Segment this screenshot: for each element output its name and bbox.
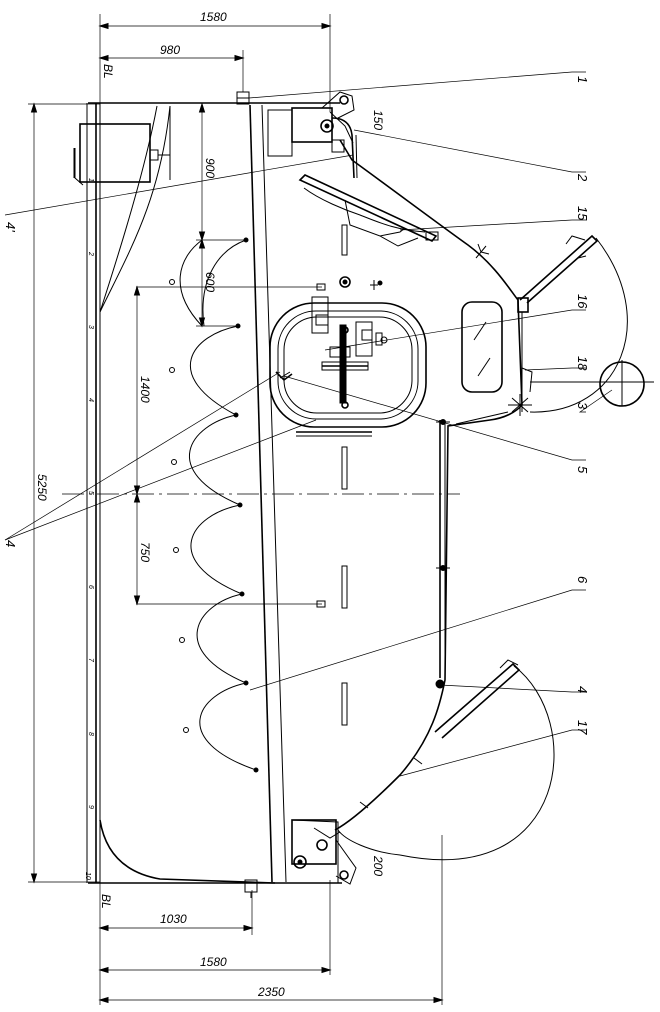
frame-tick-8: 8 xyxy=(87,732,94,736)
dim-600: 600 xyxy=(203,272,217,292)
dim-150: 150 xyxy=(371,110,385,130)
callout-5: 5 xyxy=(575,466,590,474)
frame-tick-5: 5 xyxy=(87,491,94,495)
callout-2: 2 xyxy=(575,173,590,182)
callout-leaders xyxy=(4,71,613,777)
frame-tick-7: 7 xyxy=(87,658,94,663)
callout-1: 1 xyxy=(575,76,590,83)
hull-slots xyxy=(296,283,450,726)
dim-bottom-1580: 1580 xyxy=(200,955,227,969)
bl-label-top: BL xyxy=(101,64,115,79)
dim-bottom-2350: 2350 xyxy=(257,985,285,999)
dim-top-980: 980 xyxy=(160,43,180,57)
frame-tick-3: 3 xyxy=(87,325,94,329)
frame-tick-2: 2 xyxy=(87,251,94,256)
stern-fittings xyxy=(244,659,555,898)
hull-outline xyxy=(86,102,523,884)
dim-top-1580: 1580 xyxy=(200,10,227,24)
frame-tick-6: 6 xyxy=(87,585,94,589)
frame-tick-4: 4 xyxy=(87,398,94,402)
frame-tick-9: 9 xyxy=(87,805,94,809)
dimension-lines xyxy=(28,14,444,1005)
dim-750: 750 xyxy=(138,542,152,562)
callout-3: 3 xyxy=(575,402,590,410)
callout-4-left: 4 xyxy=(3,540,18,547)
frame-curves xyxy=(169,237,259,773)
frame-ticks: 1 2 3 4 5 6 7 8 9 10 xyxy=(84,178,94,880)
dim-200: 200 xyxy=(371,855,385,876)
dim-bottom-1030: 1030 xyxy=(160,912,187,926)
frame-tick-10: 10 xyxy=(84,872,91,880)
callout-4-stern: 4 xyxy=(575,686,590,693)
callout-4-prime: 4' xyxy=(3,222,18,232)
callout-16: 16 xyxy=(575,294,590,309)
dim-1400: 1400 xyxy=(138,376,152,403)
hatch-assembly xyxy=(269,296,503,428)
callout-17: 17 xyxy=(575,720,590,735)
frame-tick-1: 1 xyxy=(87,178,94,182)
dim-900: 900 xyxy=(203,158,217,178)
callout-18: 18 xyxy=(575,356,590,371)
callout-6: 6 xyxy=(575,576,590,584)
callout-15: 15 xyxy=(575,206,590,221)
dim-5250: 5250 xyxy=(35,474,49,501)
top-equipment xyxy=(73,91,490,313)
bl-label-bottom: BL xyxy=(99,894,113,909)
bow-fittings xyxy=(455,234,654,425)
